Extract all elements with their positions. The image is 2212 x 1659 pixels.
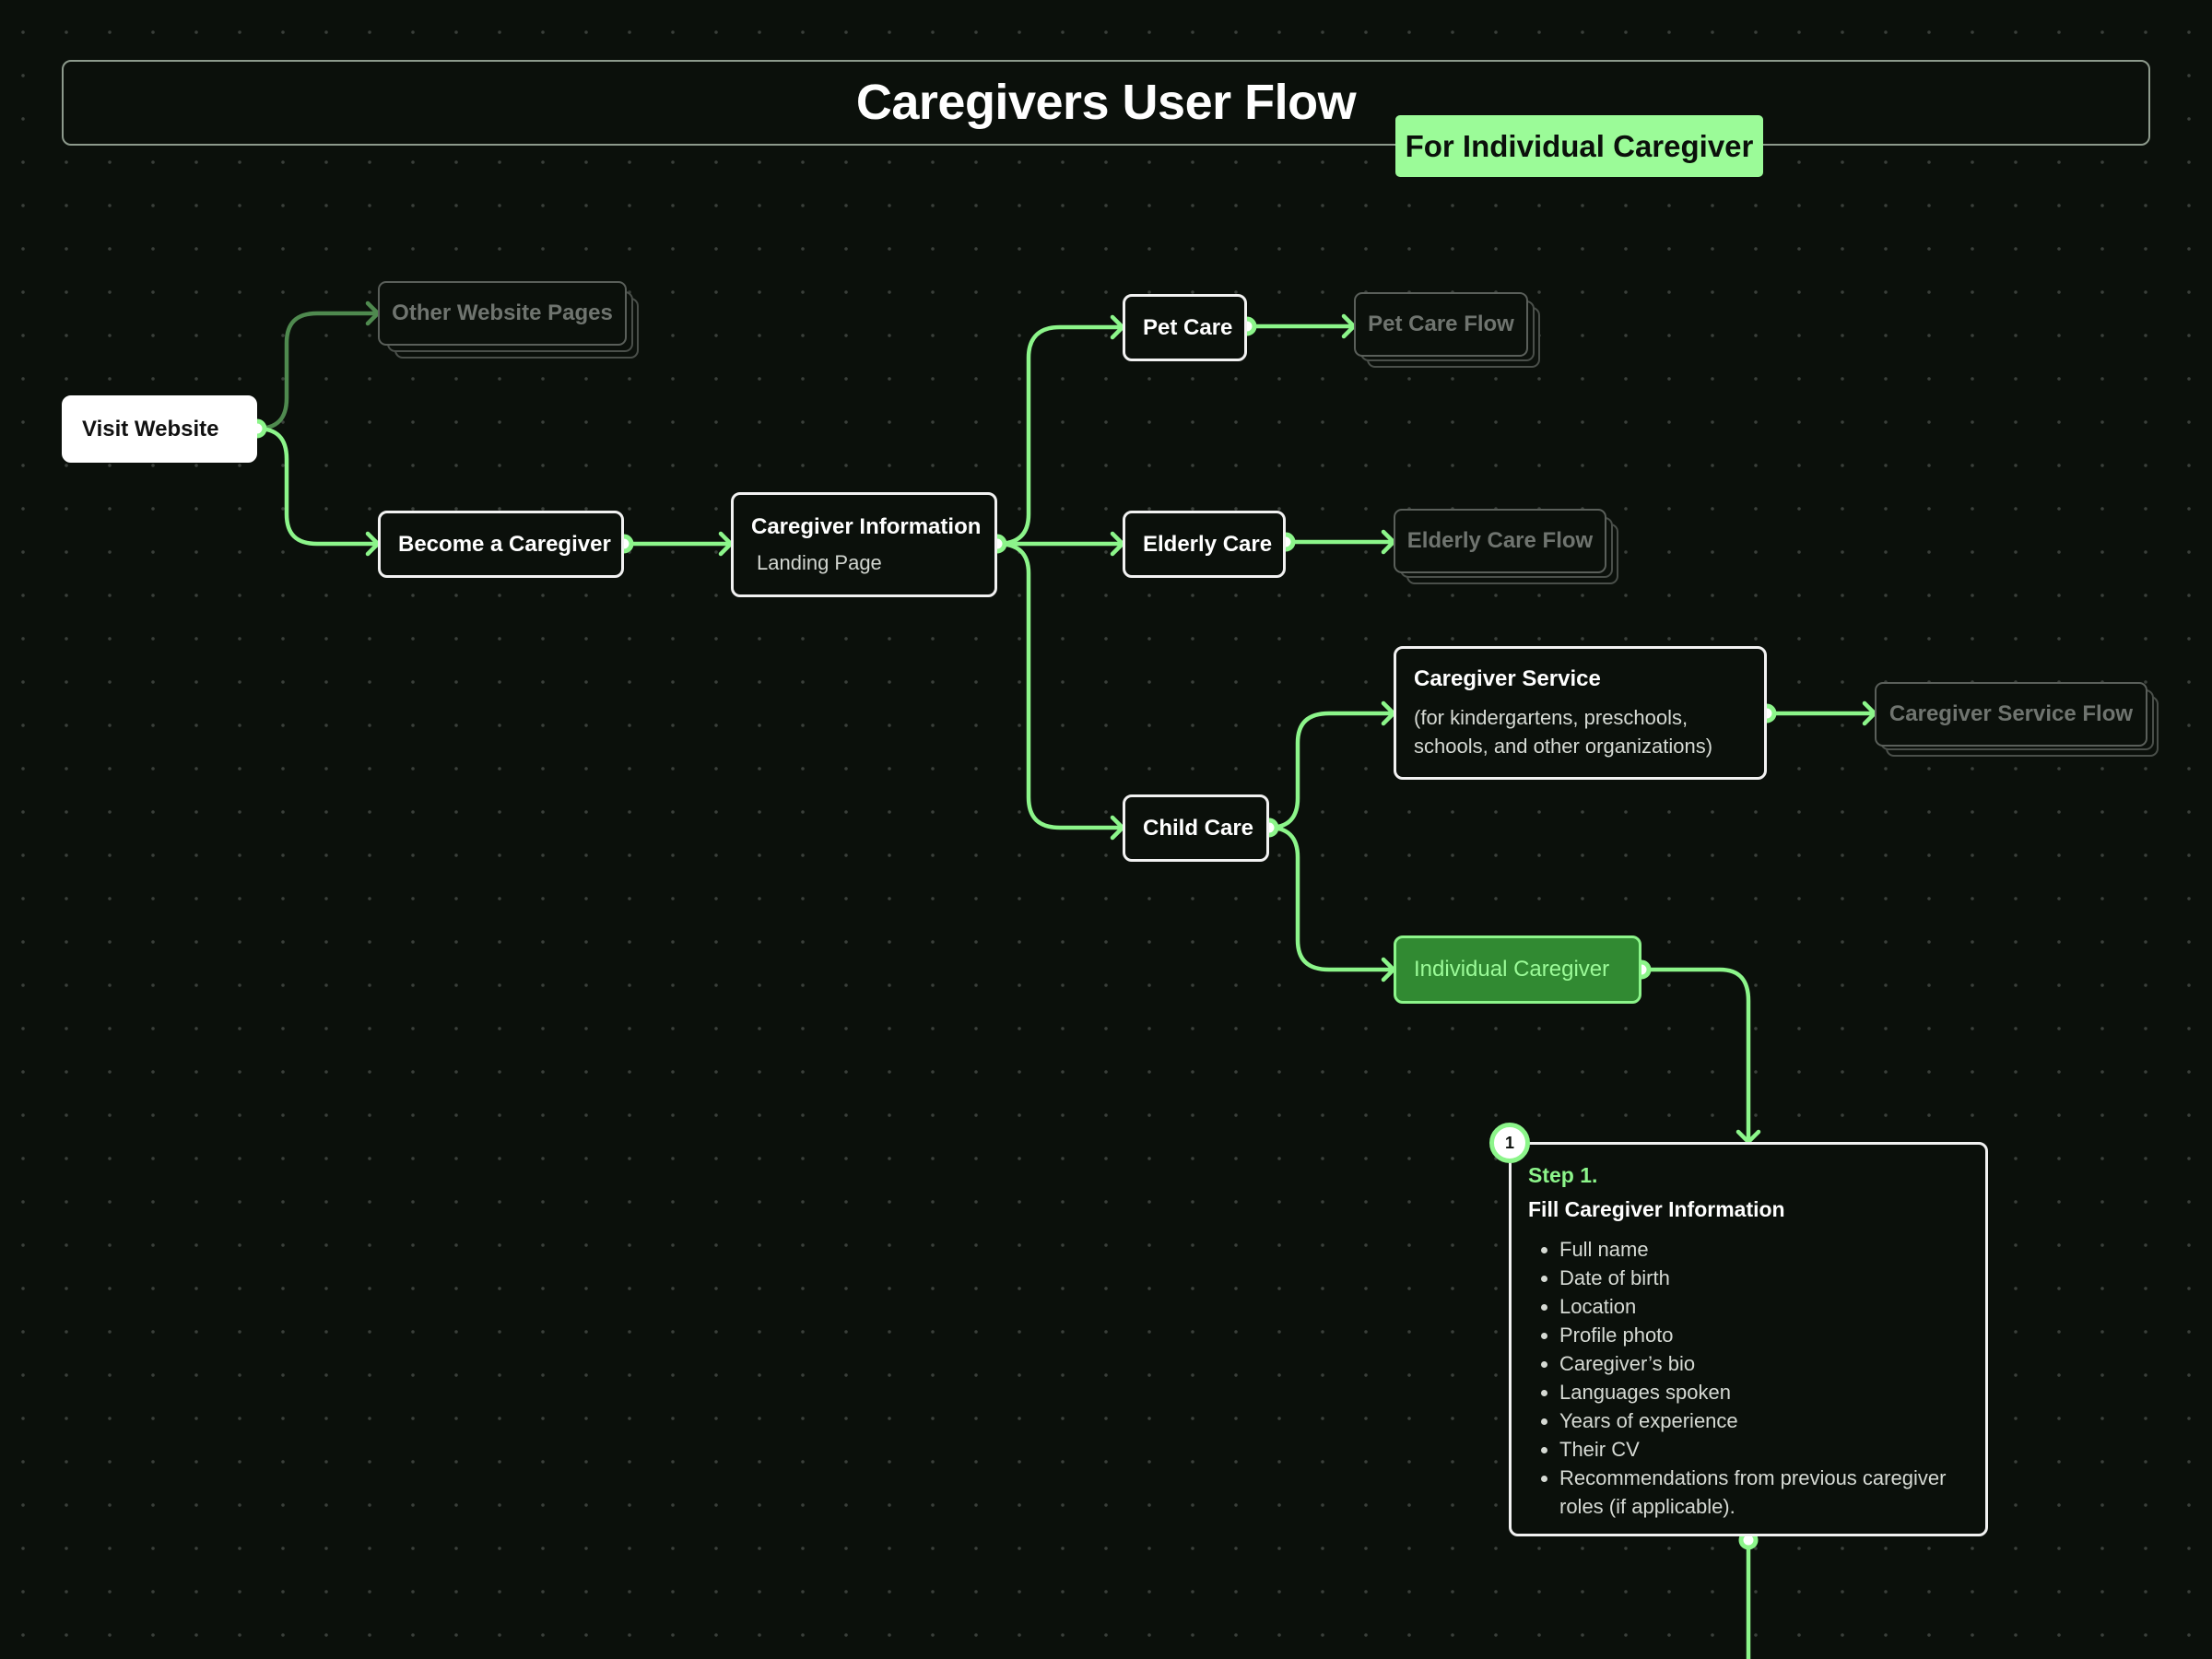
- step-field-list: Full name Date of birth Location Profile…: [1528, 1235, 1967, 1521]
- header-frame: [62, 60, 2150, 146]
- node-pet-care-flow[interactable]: Pet Care Flow: [1354, 292, 1528, 357]
- node-elderly-care-flow[interactable]: Elderly Care Flow: [1394, 509, 1606, 573]
- list-item: Recommendations from previous caregiver …: [1559, 1464, 1967, 1521]
- list-item: Years of experience: [1559, 1406, 1967, 1435]
- step-label: Step 1.: [1528, 1163, 1598, 1187]
- edge-individual-to-step1: [1639, 967, 1751, 1145]
- node-label: Become a Caregiver: [398, 531, 611, 557]
- node-title: Caregiver Information: [751, 514, 982, 539]
- edge-visit-to-other-pages: [254, 311, 381, 431]
- node-label: Elderly Care: [1143, 531, 1273, 557]
- node-label: Visit Website: [82, 416, 219, 441]
- edge-child-to-individual: [1266, 825, 1396, 972]
- list-item: Languages spoken: [1559, 1378, 1967, 1406]
- step-title: Fill Caregiver Information: [1528, 1197, 1785, 1221]
- page-title: Caregivers User Flow: [855, 75, 1357, 130]
- list-item: Profile photo: [1559, 1321, 1967, 1349]
- node-label: Caregiver Service Flow: [1888, 701, 2134, 726]
- node-become-caregiver[interactable]: Become a Caregiver: [378, 511, 624, 578]
- node-individual-caregiver[interactable]: Individual Caregiver: [1394, 935, 1641, 1004]
- edge-info-to-pet-care: [994, 324, 1125, 547]
- list-item: Caregiver’s bio: [1559, 1349, 1967, 1378]
- node-pet-care[interactable]: Pet Care: [1123, 294, 1247, 361]
- edge-info-to-child-care: [994, 541, 1125, 830]
- node-label: Elderly Care Flow: [1406, 528, 1594, 553]
- flow-variant-badge: For Individual Caregiver: [1395, 115, 1763, 177]
- node-label: Child Care: [1143, 815, 1254, 841]
- node-caregiver-information[interactable]: Caregiver Information Landing Page: [731, 492, 997, 597]
- step-1-card[interactable]: Step 1. Fill Caregiver Information Full …: [1509, 1142, 1988, 1536]
- node-label: Pet Care Flow: [1368, 312, 1514, 336]
- node-label: Individual Caregiver: [1414, 957, 1610, 982]
- list-item: Full name: [1559, 1235, 1967, 1264]
- node-elderly-care[interactable]: Elderly Care: [1123, 511, 1286, 578]
- node-subtitle: Landing Page: [757, 551, 882, 574]
- step-number-badge: 1: [1489, 1123, 1530, 1163]
- node-description: (for kindergartens, preschools, schools,…: [1414, 705, 1713, 758]
- node-label: Other Website Pages: [392, 300, 613, 325]
- node-visit-website[interactable]: Visit Website: [62, 395, 257, 463]
- node-title: Caregiver Service: [1414, 665, 1601, 691]
- list-item: Their CV: [1559, 1435, 1967, 1464]
- node-other-website-pages[interactable]: Other Website Pages: [378, 281, 627, 346]
- node-caregiver-service[interactable]: Caregiver Service (for kindergartens, pr…: [1394, 646, 1767, 780]
- node-label: Pet Care: [1143, 314, 1233, 340]
- node-caregiver-service-flow[interactable]: Caregiver Service Flow: [1875, 682, 2147, 747]
- edge-visit-to-become-caregiver: [254, 426, 381, 547]
- list-item: Location: [1559, 1292, 1967, 1321]
- edge-child-to-service: [1266, 711, 1396, 830]
- node-child-care[interactable]: Child Care: [1123, 794, 1269, 862]
- list-item: Date of birth: [1559, 1264, 1967, 1292]
